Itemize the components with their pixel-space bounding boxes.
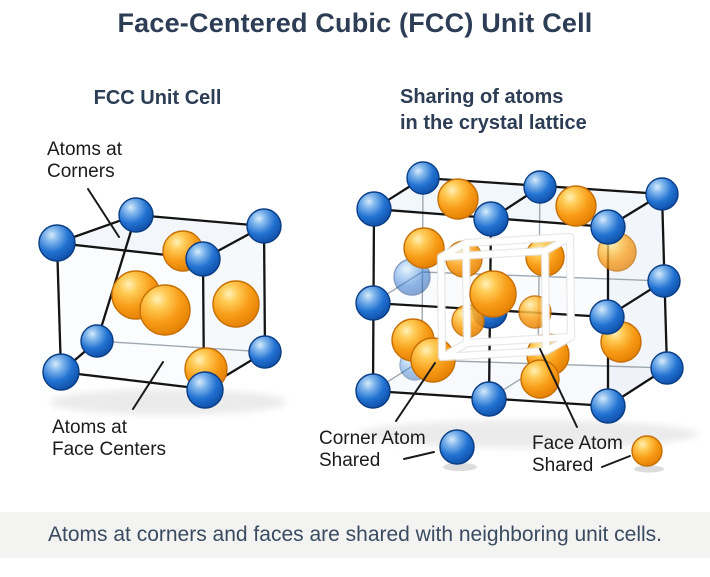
legend — [403, 429, 664, 473]
corners-label: Atoms at Corners — [47, 139, 122, 183]
right-panel-heading-line1: Sharing of atoms — [400, 86, 564, 108]
face-centers-label-line2: Face Centers — [52, 439, 167, 460]
crystal-lattice-figure — [355, 161, 698, 448]
face-atom-sample-leader — [601, 455, 631, 468]
corner-atom-sphere — [80, 324, 114, 358]
corner-atom-label-line1: Corner Atom — [319, 428, 426, 449]
fcc-unit-cell-figure — [38, 188, 286, 415]
page-title: Face-Centered Cubic (FCC) Unit Cell — [117, 8, 593, 38]
corner-atom-sample-leader — [403, 451, 435, 460]
corner-atom-label: Corner Atom Shared — [319, 428, 426, 472]
face-centers-leader-line — [132, 361, 164, 410]
corners-label-line2: Corners — [47, 161, 115, 182]
face-centers-label-line1: Atoms at — [52, 417, 127, 438]
white-unit-cell-outline — [436, 232, 576, 362]
left-panel-heading: FCC Unit Cell — [93, 87, 222, 109]
face-atom-label: Face Atom Shared — [532, 433, 623, 477]
corners-label-line1: Atoms at — [47, 139, 122, 160]
corner-atoms — [38, 197, 282, 409]
right-panel-heading-line2: in the crystal lattice — [400, 112, 587, 134]
corners-leader-line — [87, 188, 120, 238]
right-panel-heading: Sharing of atoms in the crystal lattice — [400, 84, 587, 136]
corner-atom-label-line2: Shared — [319, 450, 381, 471]
face-atom-label-line1: Face Atom — [532, 433, 623, 454]
lattice-corner-atoms — [355, 161, 684, 424]
shared-face-atom-sphere — [469, 270, 517, 318]
corner-atom-sample-sphere — [439, 429, 475, 465]
face-atom-leader-line — [539, 348, 578, 428]
caption-band: Atoms at corners and faces are shared wi… — [0, 512, 710, 558]
face-atom-sample-sphere — [631, 435, 663, 467]
face-atom-label-line2: Shared — [532, 455, 594, 476]
cube-ground-shadow — [50, 389, 286, 415]
caption-text: Atoms at corners and faces are shared wi… — [48, 523, 662, 546]
corner-atom-leader-line — [395, 362, 436, 422]
face-centers-label: Atoms at Face Centers — [52, 417, 166, 461]
